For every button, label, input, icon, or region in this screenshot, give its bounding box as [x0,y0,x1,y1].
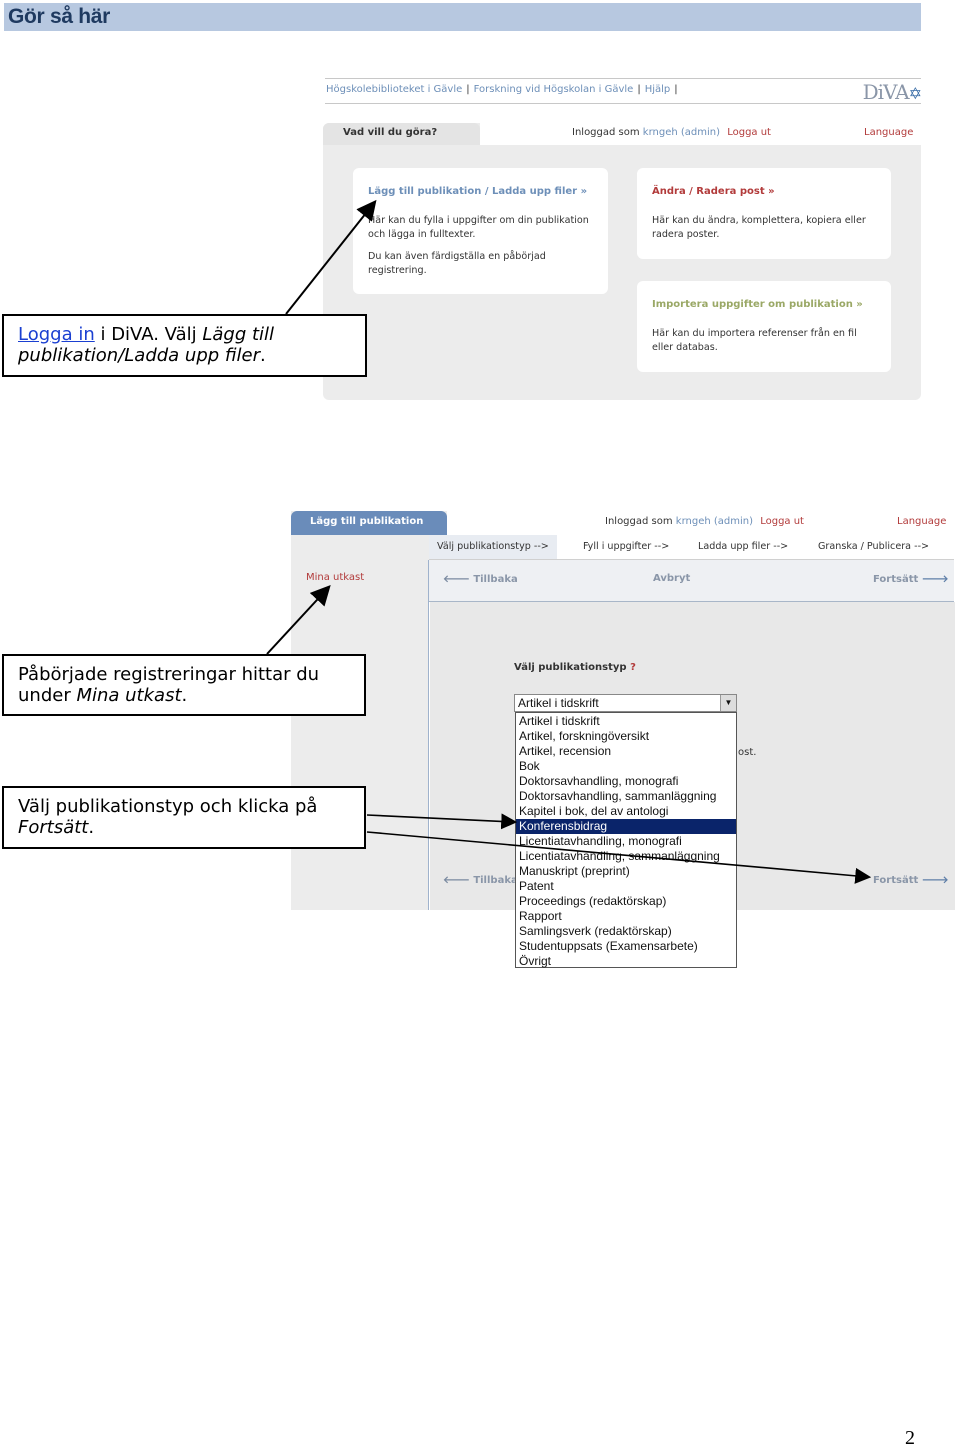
card-add-publication-text: Här kan du fylla i uppgifter om din publ… [368,215,589,240]
tab-what-to-do[interactable]: Vad vill du göra? [323,123,480,145]
dropdown-option[interactable]: Doktorsavhandling, monografi [519,774,679,788]
dropdown-option[interactable]: Manuskript (preprint) [519,864,630,878]
continue-button-bottom[interactable]: Fortsätt 🡒 [873,875,949,886]
logged-in-label: Inloggad som [572,127,640,138]
chevron-down-icon[interactable]: ▼ [720,695,736,711]
card-import[interactable]: Importera uppgifter om publikation » Här… [637,281,891,372]
diva-logo: DiVA✡ [862,80,922,104]
note-login: Logga in i DiVA. Välj Lägg till publikat… [2,314,367,377]
cancel-button[interactable]: Avbryt [653,573,691,584]
login-strip-2: Inloggad som krngeh (admin) Logga ut Lan… [447,511,954,535]
dropdown-option[interactable]: Doktorsavhandling, sammanläggning [519,789,717,803]
content-divider [428,560,429,910]
note-choose-type: Välj publikationstyp och klicka på Forts… [2,786,366,849]
back-button-bottom[interactable]: 🡐 Tillbaka [443,875,518,886]
arrow-left-icon: 🡐 [443,875,470,886]
login-strip: Inloggad som krngeh (admin) Logga ut Lan… [480,123,921,145]
card-add-publication-text-2: Du kan även färdigställa en påbörjad reg… [368,251,546,276]
dropdown-option[interactable]: Övrigt [519,954,552,968]
arrow-to-drafts [266,585,331,655]
wizard-toolbar: 🡐 Tillbaka Avbryt Fortsätt 🡒 [429,560,954,602]
nav-link-library[interactable]: Högskolebiblioteket i Gävle [326,84,463,95]
dropdown-option[interactable]: Artikel i tidskrift [519,714,600,728]
arrow-to-add-publication [285,199,377,315]
logout-link[interactable]: Logga ut [727,127,771,138]
partially-hidden-text: ost. [738,747,757,758]
star-icon: ✡ [908,84,922,103]
step-review[interactable]: Granska / Publicera --> [818,541,930,552]
card-edit-delete-text: Här kan du ändra, komplettera, kopiera e… [652,215,866,240]
nav-link-research[interactable]: Forskning vid Högskolan i Gävle [473,84,634,95]
back-button-top[interactable]: 🡐 Tillbaka [443,574,518,585]
logged-in-label-2: Inloggad som [605,516,673,527]
dropdown-option[interactable]: Proceedings (redaktörskap) [519,894,667,908]
logged-in-user: krngeh (admin) [642,127,721,138]
diva-top-navigation: Högskolebiblioteket i Gävle|Forskning vi… [325,78,922,104]
step-choose-type[interactable]: Välj publikationstyp --> [429,535,557,559]
note-drafts: Påbörjade registreringar hittar du under… [2,654,366,716]
section-title: Gör så här [8,5,111,28]
nav-link-help[interactable]: Hjälp [644,84,671,95]
drafts-link[interactable]: Mina utkast [306,572,365,583]
dropdown-option[interactable]: Samlingsverk (redaktörskap) [519,924,672,938]
publication-type-select[interactable]: Artikel i tidskrift ▼ [514,694,737,712]
logout-link-2[interactable]: Logga ut [760,516,804,527]
card-edit-delete[interactable]: Ändra / Radera post » Här kan du ändra, … [637,168,891,259]
arrow-left-icon: 🡐 [443,574,470,585]
dropdown-option[interactable]: Rapport [519,909,562,923]
continue-button-top[interactable]: Fortsätt 🡒 [873,574,949,585]
tab-add-publication[interactable]: Lägg till publikation [291,511,447,535]
card-add-publication[interactable]: Lägg till publikation / Ladda upp filer … [353,168,608,294]
dropdown-option[interactable]: Licentiatavhandling, monografi [519,834,682,848]
dropdown-option[interactable]: Bok [519,759,540,773]
dropdown-option[interactable]: Kapitel i bok, del av antologi [519,804,669,818]
dropdown-option[interactable]: Studentuppsats (Examensarbete) [519,939,698,953]
wizard-steps: Välj publikationstyp --> Fyll i uppgifte… [429,535,954,560]
page-number: 2 [905,1427,915,1449]
card-add-publication-title[interactable]: Lägg till publikation / Ladda upp filer … [368,186,588,197]
step-upload[interactable]: Ladda upp filer --> [698,541,789,552]
arrow-right-icon: 🡒 [921,574,949,585]
login-link[interactable]: Logga in [18,324,95,345]
card-import-text: Här kan du importera referenser från en … [652,328,857,353]
field-label-type: Välj publikationstyp ? [514,662,636,673]
arrow-right-icon: 🡒 [921,875,949,886]
card-import-title[interactable]: Importera uppgifter om publikation » [652,299,863,310]
arrow-to-continue [366,831,872,884]
dropdown-option[interactable]: Patent [519,879,554,893]
language-link-2[interactable]: Language [897,516,947,527]
dropdown-option[interactable]: Konferensbidrag [516,819,736,834]
logged-in-user-2: krngeh (admin) [675,516,754,527]
dropdown-option[interactable]: Artikel, forskningöversikt [519,729,650,743]
help-mark[interactable]: ? [630,662,636,673]
card-edit-delete-title[interactable]: Ändra / Radera post » [652,186,775,197]
step-fill-in[interactable]: Fyll i uppgifter --> [583,541,670,552]
dropdown-option[interactable]: Artikel, recension [519,744,612,758]
language-link[interactable]: Language [864,127,914,138]
arrow-to-option [366,813,518,830]
section-header-bar [4,3,921,31]
